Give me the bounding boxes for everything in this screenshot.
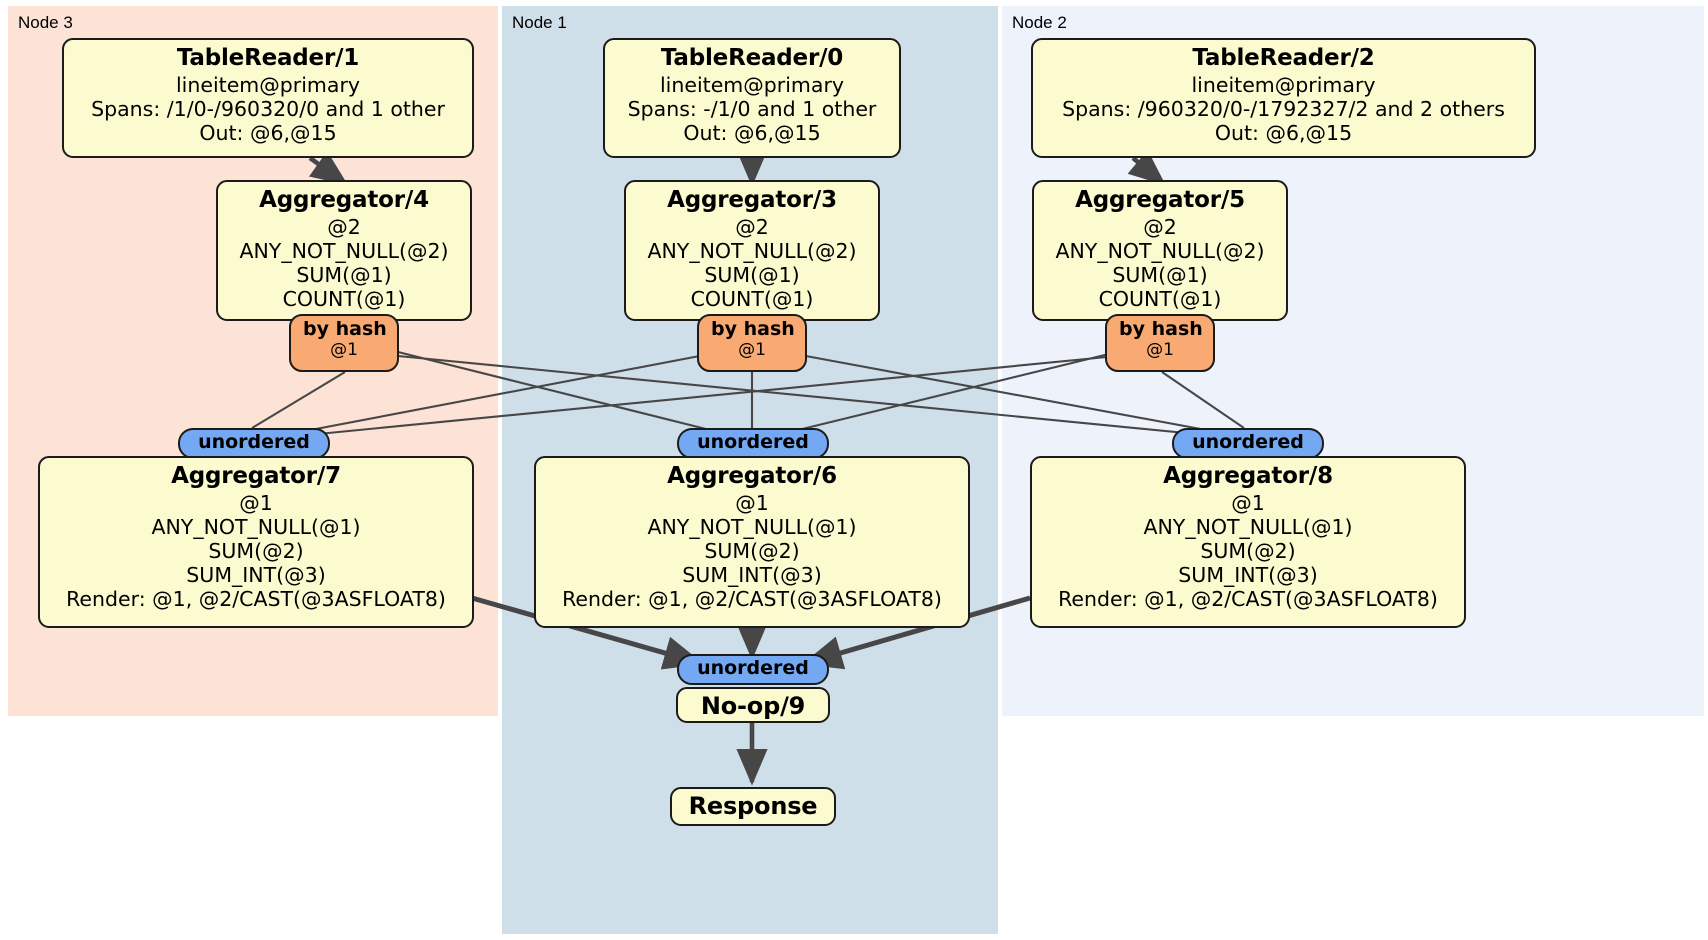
box-title: TableReader/2	[1192, 45, 1375, 71]
box-line: SUM(@1)	[1112, 262, 1208, 287]
box-table-reader-0[interactable]: TableReader/0 lineitem@primary Spans: -/…	[603, 38, 901, 158]
node-panel-label-node2: Node 2	[1012, 13, 1067, 32]
box-line: SUM(@2)	[704, 538, 800, 563]
box-line: Spans: /960320/0-/1792327/2 and 2 others	[1062, 96, 1505, 121]
box-line: @2	[735, 214, 769, 239]
box-line: Out: @6,@15	[199, 120, 337, 145]
box-title: Aggregator/6	[667, 463, 837, 489]
box-line: SUM_INT(@3)	[186, 562, 326, 587]
box-title: TableReader/1	[176, 45, 360, 71]
badge-unordered-right[interactable]: unordered	[1172, 428, 1324, 459]
badge-sublabel: @1	[1146, 339, 1174, 360]
box-line: ANY_NOT_NULL(@1)	[151, 514, 361, 539]
box-title: Aggregator/8	[1163, 463, 1333, 489]
box-title: Aggregator/4	[259, 187, 429, 213]
badge-sublabel: @1	[738, 339, 766, 360]
box-line: lineitem@primary	[1191, 72, 1376, 97]
box-line: SUM(@2)	[1200, 538, 1296, 563]
box-line: SUM(@1)	[296, 262, 392, 287]
badge-by-hash-center[interactable]: by hash @1	[697, 314, 807, 372]
box-title: Aggregator/7	[171, 463, 341, 489]
badge-label: by hash	[303, 318, 387, 340]
badge-unordered-center[interactable]: unordered	[677, 428, 829, 459]
box-table-reader-1[interactable]: TableReader/1 lineitem@primary Spans: /1…	[62, 38, 474, 158]
box-aggregator-6[interactable]: Aggregator/6 @1 ANY_NOT_NULL(@1) SUM(@2)…	[534, 456, 970, 628]
badge-sublabel: @1	[330, 339, 358, 360]
box-line: Spans: /1/0-/960320/0 and 1 other	[91, 96, 445, 121]
node-panel-label-node1: Node 1	[512, 13, 567, 32]
box-line: SUM(@1)	[704, 262, 800, 287]
box-line: Render: @1, @2/CAST(@3ASFLOAT8)	[1058, 586, 1438, 611]
box-aggregator-8[interactable]: Aggregator/8 @1 ANY_NOT_NULL(@1) SUM(@2)…	[1030, 456, 1466, 628]
box-line: ANY_NOT_NULL(@2)	[1055, 238, 1265, 263]
box-response[interactable]: Response	[670, 787, 836, 826]
badge-label: by hash	[1119, 318, 1203, 340]
box-line: SUM_INT(@3)	[1178, 562, 1318, 587]
box-line: Render: @1, @2/CAST(@3ASFLOAT8)	[66, 586, 446, 611]
box-aggregator-4[interactable]: Aggregator/4 @2 ANY_NOT_NULL(@2) SUM(@1)…	[216, 180, 472, 321]
box-line: ANY_NOT_NULL(@2)	[239, 238, 449, 263]
badge-unordered-left[interactable]: unordered	[178, 428, 330, 459]
box-title: No-op/9	[700, 692, 806, 720]
box-line: @1	[735, 490, 769, 515]
box-line: lineitem@primary	[659, 72, 845, 97]
box-line: Out: @6,@15	[683, 120, 821, 145]
box-aggregator-3[interactable]: Aggregator/3 @2 ANY_NOT_NULL(@2) SUM(@1)…	[624, 180, 880, 321]
box-line: COUNT(@1)	[282, 286, 406, 311]
badge-label: unordered	[1192, 431, 1304, 453]
box-title: Aggregator/3	[667, 187, 837, 213]
box-table-reader-2[interactable]: TableReader/2 lineitem@primary Spans: /9…	[1031, 38, 1536, 158]
badge-label: unordered	[198, 431, 310, 453]
badge-by-hash-right[interactable]: by hash @1	[1105, 314, 1215, 372]
box-line: Render: @1, @2/CAST(@3ASFLOAT8)	[562, 586, 942, 611]
node-panel-label-node3: Node 3	[18, 13, 73, 32]
badge-by-hash-left[interactable]: by hash @1	[289, 314, 399, 372]
box-title: Aggregator/5	[1075, 187, 1245, 213]
box-noop-9[interactable]: No-op/9	[676, 687, 830, 723]
box-line: @2	[1143, 214, 1177, 239]
box-line: ANY_NOT_NULL(@1)	[647, 514, 857, 539]
badge-label: unordered	[697, 657, 809, 679]
box-line: ANY_NOT_NULL(@1)	[1143, 514, 1353, 539]
box-title: Response	[688, 792, 818, 820]
box-aggregator-5[interactable]: Aggregator/5 @2 ANY_NOT_NULL(@2) SUM(@1)…	[1032, 180, 1288, 321]
badge-label: by hash	[711, 318, 795, 340]
box-line: Spans: -/1/0 and 1 other	[627, 96, 877, 121]
box-line: Out: @6,@15	[1214, 120, 1353, 145]
box-line: SUM_INT(@3)	[682, 562, 822, 587]
box-line: @1	[239, 490, 273, 515]
box-line: ANY_NOT_NULL(@2)	[647, 238, 857, 263]
box-line: SUM(@2)	[208, 538, 304, 563]
box-line: COUNT(@1)	[1098, 286, 1222, 311]
box-line: lineitem@primary	[175, 72, 361, 97]
box-aggregator-7[interactable]: Aggregator/7 @1 ANY_NOT_NULL(@1) SUM(@2)…	[38, 456, 474, 628]
box-line: @2	[327, 214, 361, 239]
box-title: TableReader/0	[660, 45, 844, 71]
badge-unordered-final[interactable]: unordered	[677, 654, 829, 685]
box-line: COUNT(@1)	[690, 286, 814, 311]
box-line: @1	[1231, 490, 1265, 515]
badge-label: unordered	[697, 431, 809, 453]
